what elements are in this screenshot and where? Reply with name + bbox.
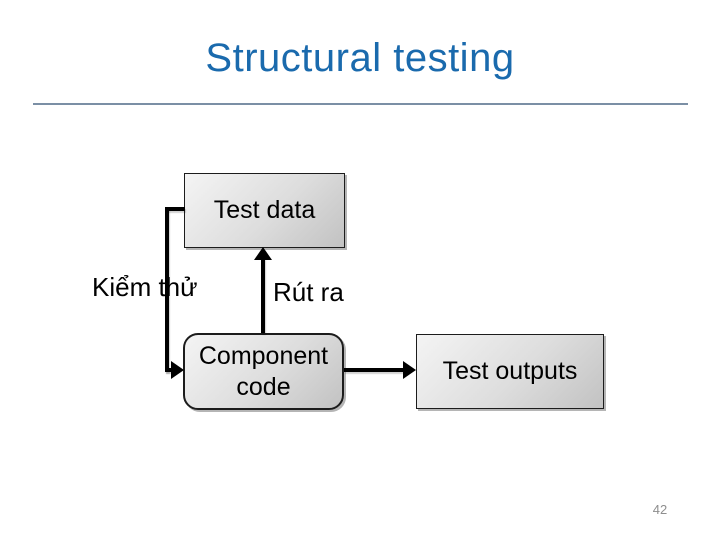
arrowhead-right-icon	[403, 361, 416, 379]
elbow-connector-top-segment	[165, 207, 185, 211]
arrowhead-up-icon	[254, 247, 272, 260]
output-arrow-line	[344, 368, 405, 372]
derives-arrow-line	[261, 258, 265, 333]
elbow-connector-bottom-segment	[165, 368, 175, 372]
node-component-code-label: Component code	[198, 341, 329, 401]
elbow-connector-vertical-segment	[165, 207, 169, 372]
page-number: 42	[652, 502, 668, 517]
node-test-outputs-label: Test outputs	[442, 357, 578, 385]
slide-title: Structural testing	[205, 36, 515, 80]
title-divider	[33, 103, 688, 105]
node-component-code: Component code	[183, 333, 344, 410]
edge-label-kiem-thu: Kiểm thử	[92, 272, 198, 302]
node-test-data: Test data	[184, 173, 345, 248]
node-test-outputs: Test outputs	[416, 334, 604, 409]
node-test-data-label: Test data	[213, 196, 316, 224]
arrowhead-right-icon	[171, 361, 184, 379]
edge-label-rut-ra: Rút ra	[273, 277, 344, 307]
